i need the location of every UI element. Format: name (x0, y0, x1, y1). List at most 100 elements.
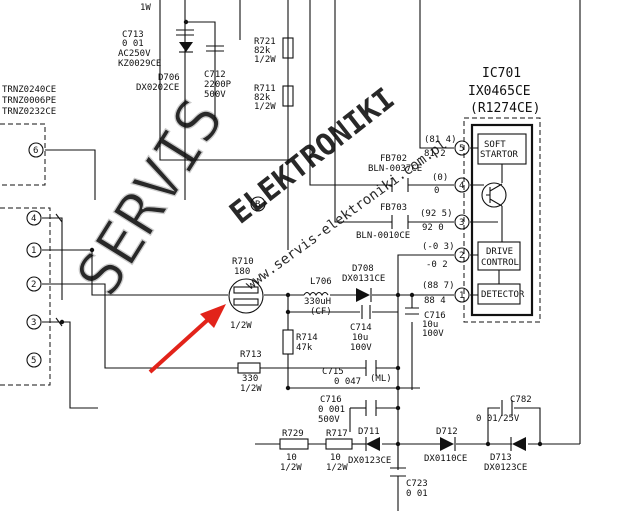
connector-pin-4 (26, 210, 42, 226)
pin3-voltage-a: (92 5) (420, 209, 453, 219)
r729-resistor (279, 438, 309, 450)
r711-rating: 1/2W (254, 102, 276, 112)
junction-dots (59, 19, 543, 447)
c716-group: C716 0 001 500V (318, 395, 377, 425)
r721-resistor (282, 37, 294, 59)
l706-type: (CF) (310, 307, 332, 317)
red-arrow-icon (148, 304, 226, 374)
c712-value: 2200P (204, 80, 232, 90)
c782-label: C782 (510, 395, 532, 405)
c712-label: C712 (204, 70, 226, 80)
fb703-label: FB703 (380, 203, 407, 213)
r711-group: R711 82k 1/2W (254, 84, 294, 112)
r710-group: R710 180 1/2W (228, 257, 264, 331)
d708-part: DX0131CE (342, 274, 385, 284)
c713-group: C713 0 01 AC250V KZ0029CE (118, 29, 194, 69)
d713-part: DX0123CE (484, 463, 527, 473)
pin1-voltage-a: (88 7) (422, 281, 455, 291)
ic-starter-label: STARTOR (480, 150, 519, 160)
wiring (42, 0, 581, 511)
ic-soft-label: SOFT (484, 140, 506, 150)
connector-pin-6 (28, 142, 44, 158)
d713-label: D713 (490, 453, 512, 463)
r714-resistor (282, 329, 294, 355)
r713-resistor (237, 362, 261, 374)
connector-part-3: TRNZ0232CE (2, 107, 56, 117)
connector-pin-6-label: 6 (33, 146, 38, 156)
test-point-b-label: B (255, 200, 260, 210)
ic-pin-1 (454, 287, 470, 303)
r714-value: 47k (296, 343, 313, 353)
pin4-voltage-a: (0) (432, 173, 448, 183)
c714-group: C714 10u 100V (350, 305, 372, 353)
test-point-b: B (250, 196, 266, 212)
c782-group: C782 0 01/25V (476, 395, 532, 424)
pin5-voltage-a: (81 4) (424, 135, 457, 145)
c716-electrolytic-rating: 100V (422, 329, 444, 339)
r717-label: R717 (326, 429, 348, 439)
connector-pin-2 (26, 276, 42, 292)
r713-value: 330 (242, 374, 258, 384)
l706-value: 330uH (304, 297, 331, 307)
r729-label: R729 (282, 429, 304, 439)
r710-value: 180 (234, 267, 250, 277)
c713-part: KZ0029CE (118, 59, 161, 69)
r721-rating: 1/2W (254, 55, 276, 65)
pin5-voltage-b: 81 2 (424, 149, 446, 159)
r713-rating: 1/2W (240, 384, 262, 394)
c716-electrolytic-value: 10u (422, 320, 438, 330)
ic-alt-part-number: (R1274CE) (470, 101, 540, 116)
fb702-label: FB702 (380, 154, 407, 164)
d706-part: DX0202CE (136, 83, 179, 93)
pin3-voltage-b: 92 0 (422, 223, 444, 233)
d711-label: D711 (358, 427, 380, 437)
watermark-servis: SERVIS (63, 87, 237, 308)
c713-rating: AC250V (118, 49, 151, 59)
d711-part: DX0123CE (348, 456, 391, 466)
d708-diode-symbol (356, 288, 370, 302)
d706-diode-symbol (179, 42, 193, 52)
pin1-voltage-b: 88 4 (424, 296, 446, 306)
c712-group: C712 2200P 500V (204, 45, 232, 100)
c716-electrolytic-label: C716 (424, 311, 446, 321)
connector-pin-3-label: 3 (31, 318, 36, 328)
pin4-voltage-b: 0 (434, 186, 439, 196)
left-connector: TRNZ0240CE TRNZ0006PE TRNZ0232CE 6 4 1 2… (0, 85, 63, 386)
connector-pin-2-label: 2 (31, 280, 36, 290)
c716-label: C716 (320, 395, 342, 405)
fb703-part: BLN-0010CE (356, 231, 410, 241)
ic-pin-3 (454, 214, 470, 230)
c715-type: (ML) (370, 374, 392, 384)
c723-value: 0 01 (406, 489, 428, 499)
connector-pin-4-label: 4 (31, 214, 36, 224)
r714-label: R714 (296, 333, 318, 343)
r729-value: 10 (286, 453, 297, 463)
ic-control-label: CONTROL (481, 258, 519, 268)
ic701: IC701 IX0465CE (R1274CE) SOFT STARTOR DR… (420, 66, 541, 323)
pin2-voltage-b: -0 2 (426, 260, 448, 270)
connector-part-1: TRNZ0240CE (2, 85, 56, 95)
d712-part: DX0110CE (424, 454, 467, 464)
ic-body (470, 123, 534, 317)
fb703-group: FB703 BLN-0010CE (356, 203, 410, 241)
r711-label: R711 (254, 84, 276, 94)
d711-diode-symbol (366, 437, 380, 451)
c715-value: 0 047 (334, 377, 361, 387)
r714-group: R714 47k (282, 329, 318, 355)
ic-pin-3-label: 3 (459, 218, 464, 228)
connector-pin-1 (26, 242, 42, 258)
c716-value: 0 001 (318, 405, 345, 415)
fb702-group: FB702 BLN-0037CE (368, 154, 422, 192)
c716-rating: 500V (318, 415, 340, 425)
d712-label: D712 (436, 427, 458, 437)
c713-value: 0 01 (122, 39, 144, 49)
d712-diode-symbol (440, 437, 454, 451)
r711-value: 82k (254, 93, 271, 103)
r710-label: R710 (232, 257, 254, 267)
d713-diode-symbol (512, 437, 526, 451)
r729-group: R729 10 1/2W (279, 429, 309, 473)
r710-highlight-circle (228, 278, 264, 314)
r717-resistor (325, 438, 353, 450)
r713-group: R713 330 1/2W (237, 350, 262, 394)
